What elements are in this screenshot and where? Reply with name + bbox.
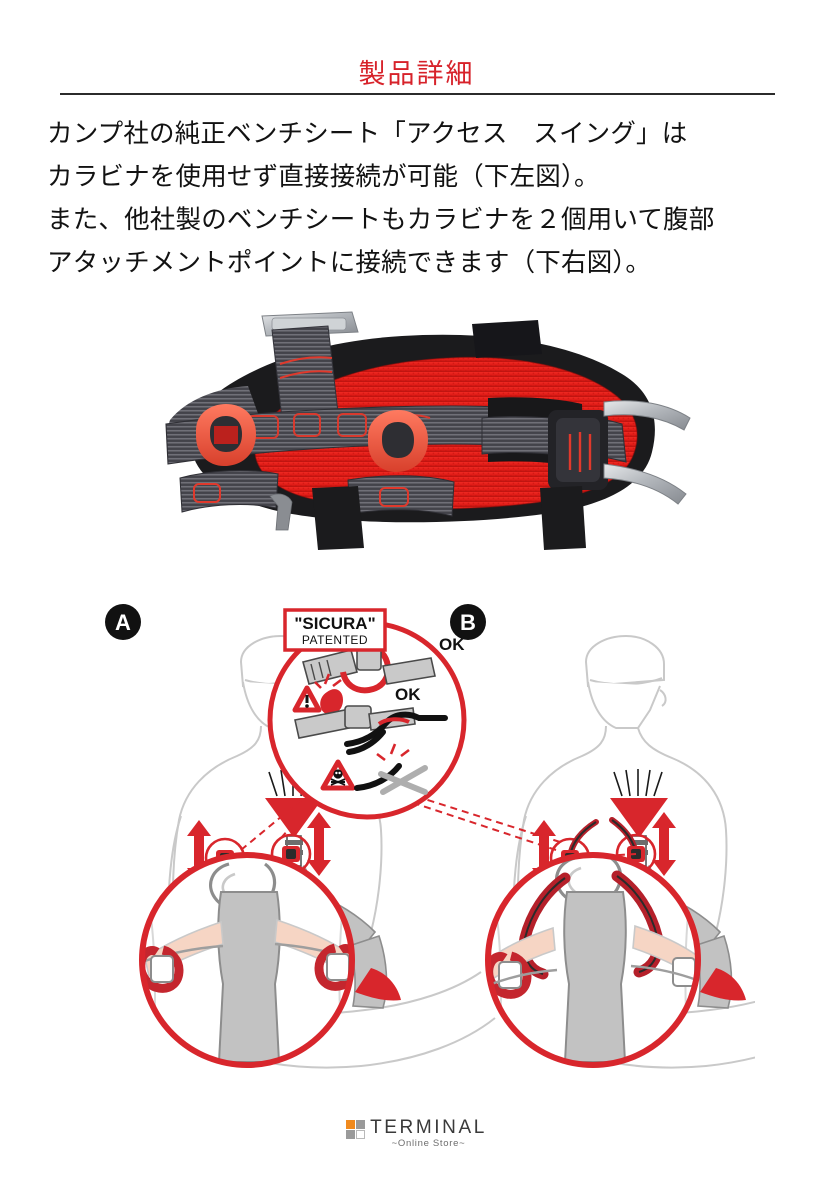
logo-tagline: ~Online Store~ xyxy=(391,1138,466,1149)
title-divider xyxy=(60,93,775,95)
detail-magnifier-a xyxy=(139,852,355,1068)
page-title: 製品詳細 xyxy=(358,59,475,90)
logo-text-block: TERMINAL ~Online Store~ xyxy=(370,1118,487,1149)
logo-square-orange xyxy=(346,1120,355,1129)
sicura-patent-label: PATENTED xyxy=(302,633,368,647)
ok-label-right: OK xyxy=(395,685,421,704)
logo-wordmark: TERMINAL xyxy=(370,1117,487,1138)
connection-instruction-diagram: A xyxy=(95,592,755,1070)
ok-label-top: OK xyxy=(439,635,465,654)
panel-b-badge-label: B xyxy=(460,610,476,635)
harness-product-photo xyxy=(152,302,692,564)
terminal-logo[interactable]: TERMINAL ~Online Store~ xyxy=(346,1118,487,1149)
logo-square-gray-1 xyxy=(356,1120,366,1129)
site-footer: TERMINAL ~Online Store~ xyxy=(0,1118,833,1149)
sicura-label-box: "SICURA" PATENTED xyxy=(283,608,387,652)
logo-square-gray-2 xyxy=(346,1130,355,1139)
logo-square-white xyxy=(356,1130,366,1139)
panel-a-badge: A xyxy=(105,604,141,640)
description-paragraph: カンプ社の純正ベンチシート「アクセス スイング」は カラビナを使用せず直接接続が… xyxy=(47,119,715,278)
panel-a-badge-label: A xyxy=(115,610,131,635)
logo-squares-icon xyxy=(346,1120,366,1139)
sicura-callout: OK OK xyxy=(267,608,467,820)
sicura-brand-label: "SICURA" xyxy=(294,614,375,633)
panel-b-badge: B xyxy=(450,604,486,640)
